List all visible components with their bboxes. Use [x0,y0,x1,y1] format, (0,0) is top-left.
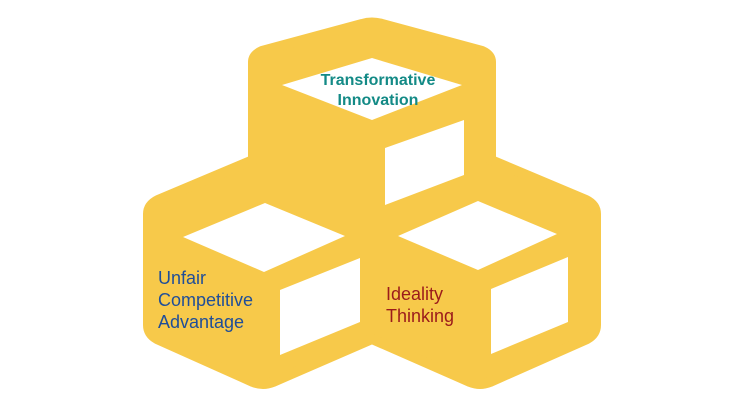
left-label-line-3: Advantage [158,312,245,332]
top-cube-top-face [282,58,462,120]
right-cube-side-face [491,257,568,354]
left-cube-side-face [280,258,360,355]
left-label-line-1: Unfair [158,268,207,288]
top-label-line-2: Innovation [337,92,419,109]
unfair-competitive-advantage-label: Unfair Competitive Advantage [158,267,288,333]
top-cube-side-face [385,120,464,205]
right-label-line-1: Ideality [386,284,444,304]
left-cube-top-face [183,203,345,272]
right-label-line-2: Thinking [386,306,455,326]
cube-stack-silhouette [143,17,601,389]
transformative-innovation-label: Transformative Innovation [298,71,458,111]
ideality-thinking-label: Ideality Thinking [386,283,506,327]
right-cube-top-face [398,201,557,270]
top-label-line-1: Transformative [320,72,436,89]
left-label-line-2: Competitive [158,290,254,310]
